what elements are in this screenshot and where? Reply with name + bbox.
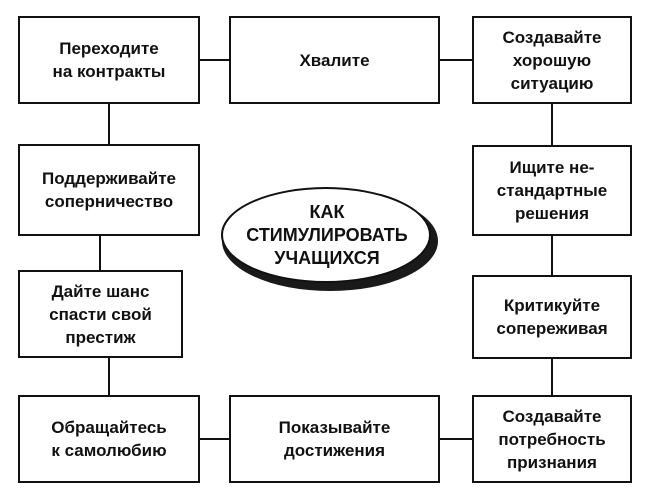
box-competition: Поддерживайте соперничество	[18, 144, 200, 236]
box-praise: Хвалите	[229, 16, 440, 104]
box-need-recognition: Создавайте потребность признания	[472, 395, 632, 483]
box-contracts: Переходите на контракты	[18, 16, 200, 104]
box-good-situation: Создавайте хорошую ситуацию	[472, 16, 632, 104]
box-competition-label: Поддерживайте соперничество	[42, 169, 176, 211]
center-title-text: КАК СТИМУЛИРОВАТЬ УЧАЩИХСЯ	[246, 201, 408, 268]
box-good-situation-label: Создавайте хорошую ситуацию	[502, 27, 602, 93]
box-non-standard-solutions: Ищите не- стандартные решения	[472, 145, 632, 236]
box-show-achievements: Показывайте достижения	[229, 395, 440, 483]
box-praise-label: Хвалите	[299, 50, 370, 70]
center-title: КАК СТИМУЛИРОВАТЬ УЧАЩИХСЯ	[222, 185, 432, 285]
box-empathetic-criticism-label: Критикуйте сопереживая	[496, 296, 608, 338]
box-empathetic-criticism: Критикуйте сопереживая	[472, 275, 632, 359]
box-contracts-label: Переходите на контракты	[52, 39, 166, 81]
center-ellipse	[221, 187, 431, 283]
box-need-recognition-label: Создавайте потребность признания	[498, 406, 606, 472]
box-show-achievements-label: Показывайте достижения	[278, 418, 391, 460]
box-save-prestige-label: Дайте шанс спасти свой престиж	[49, 281, 152, 347]
box-non-standard-solutions-label: Ищите не- стандартные решения	[496, 158, 608, 223]
box-save-prestige: Дайте шанс спасти свой престиж	[18, 270, 183, 358]
box-self-esteem: Обращайтесь к самолюбию	[18, 395, 200, 483]
box-self-esteem-label: Обращайтесь к самолюбию	[51, 418, 167, 460]
